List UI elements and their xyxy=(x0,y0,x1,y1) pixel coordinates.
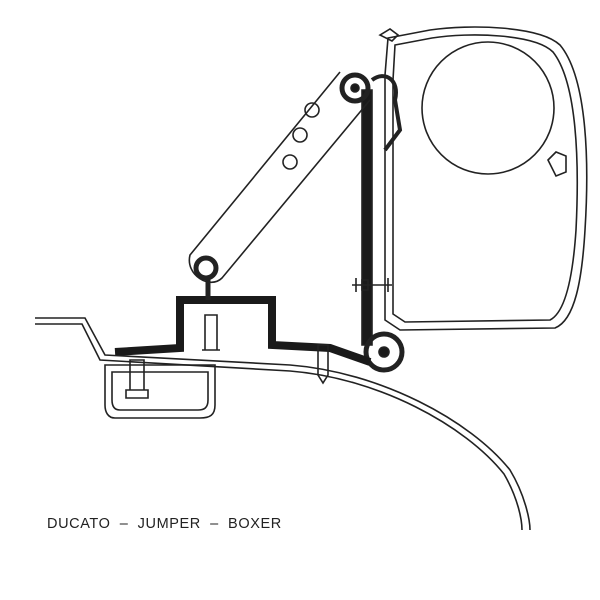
pivot-top xyxy=(339,72,371,104)
vehicle-models-caption: DUCATO – JUMPER – BOXER xyxy=(47,516,282,532)
lag-screw xyxy=(317,344,329,385)
vehicle-roof xyxy=(35,317,531,531)
base-bracket xyxy=(114,278,372,385)
screw xyxy=(202,314,220,351)
vertical-bracket xyxy=(339,72,405,373)
awning-roll xyxy=(421,41,555,175)
gutter-clamp xyxy=(104,364,216,419)
pivot-bottom xyxy=(363,331,405,373)
diagonal-strut xyxy=(188,71,371,284)
bolt xyxy=(352,278,392,292)
awning-housing xyxy=(378,26,588,331)
nut xyxy=(125,359,149,399)
